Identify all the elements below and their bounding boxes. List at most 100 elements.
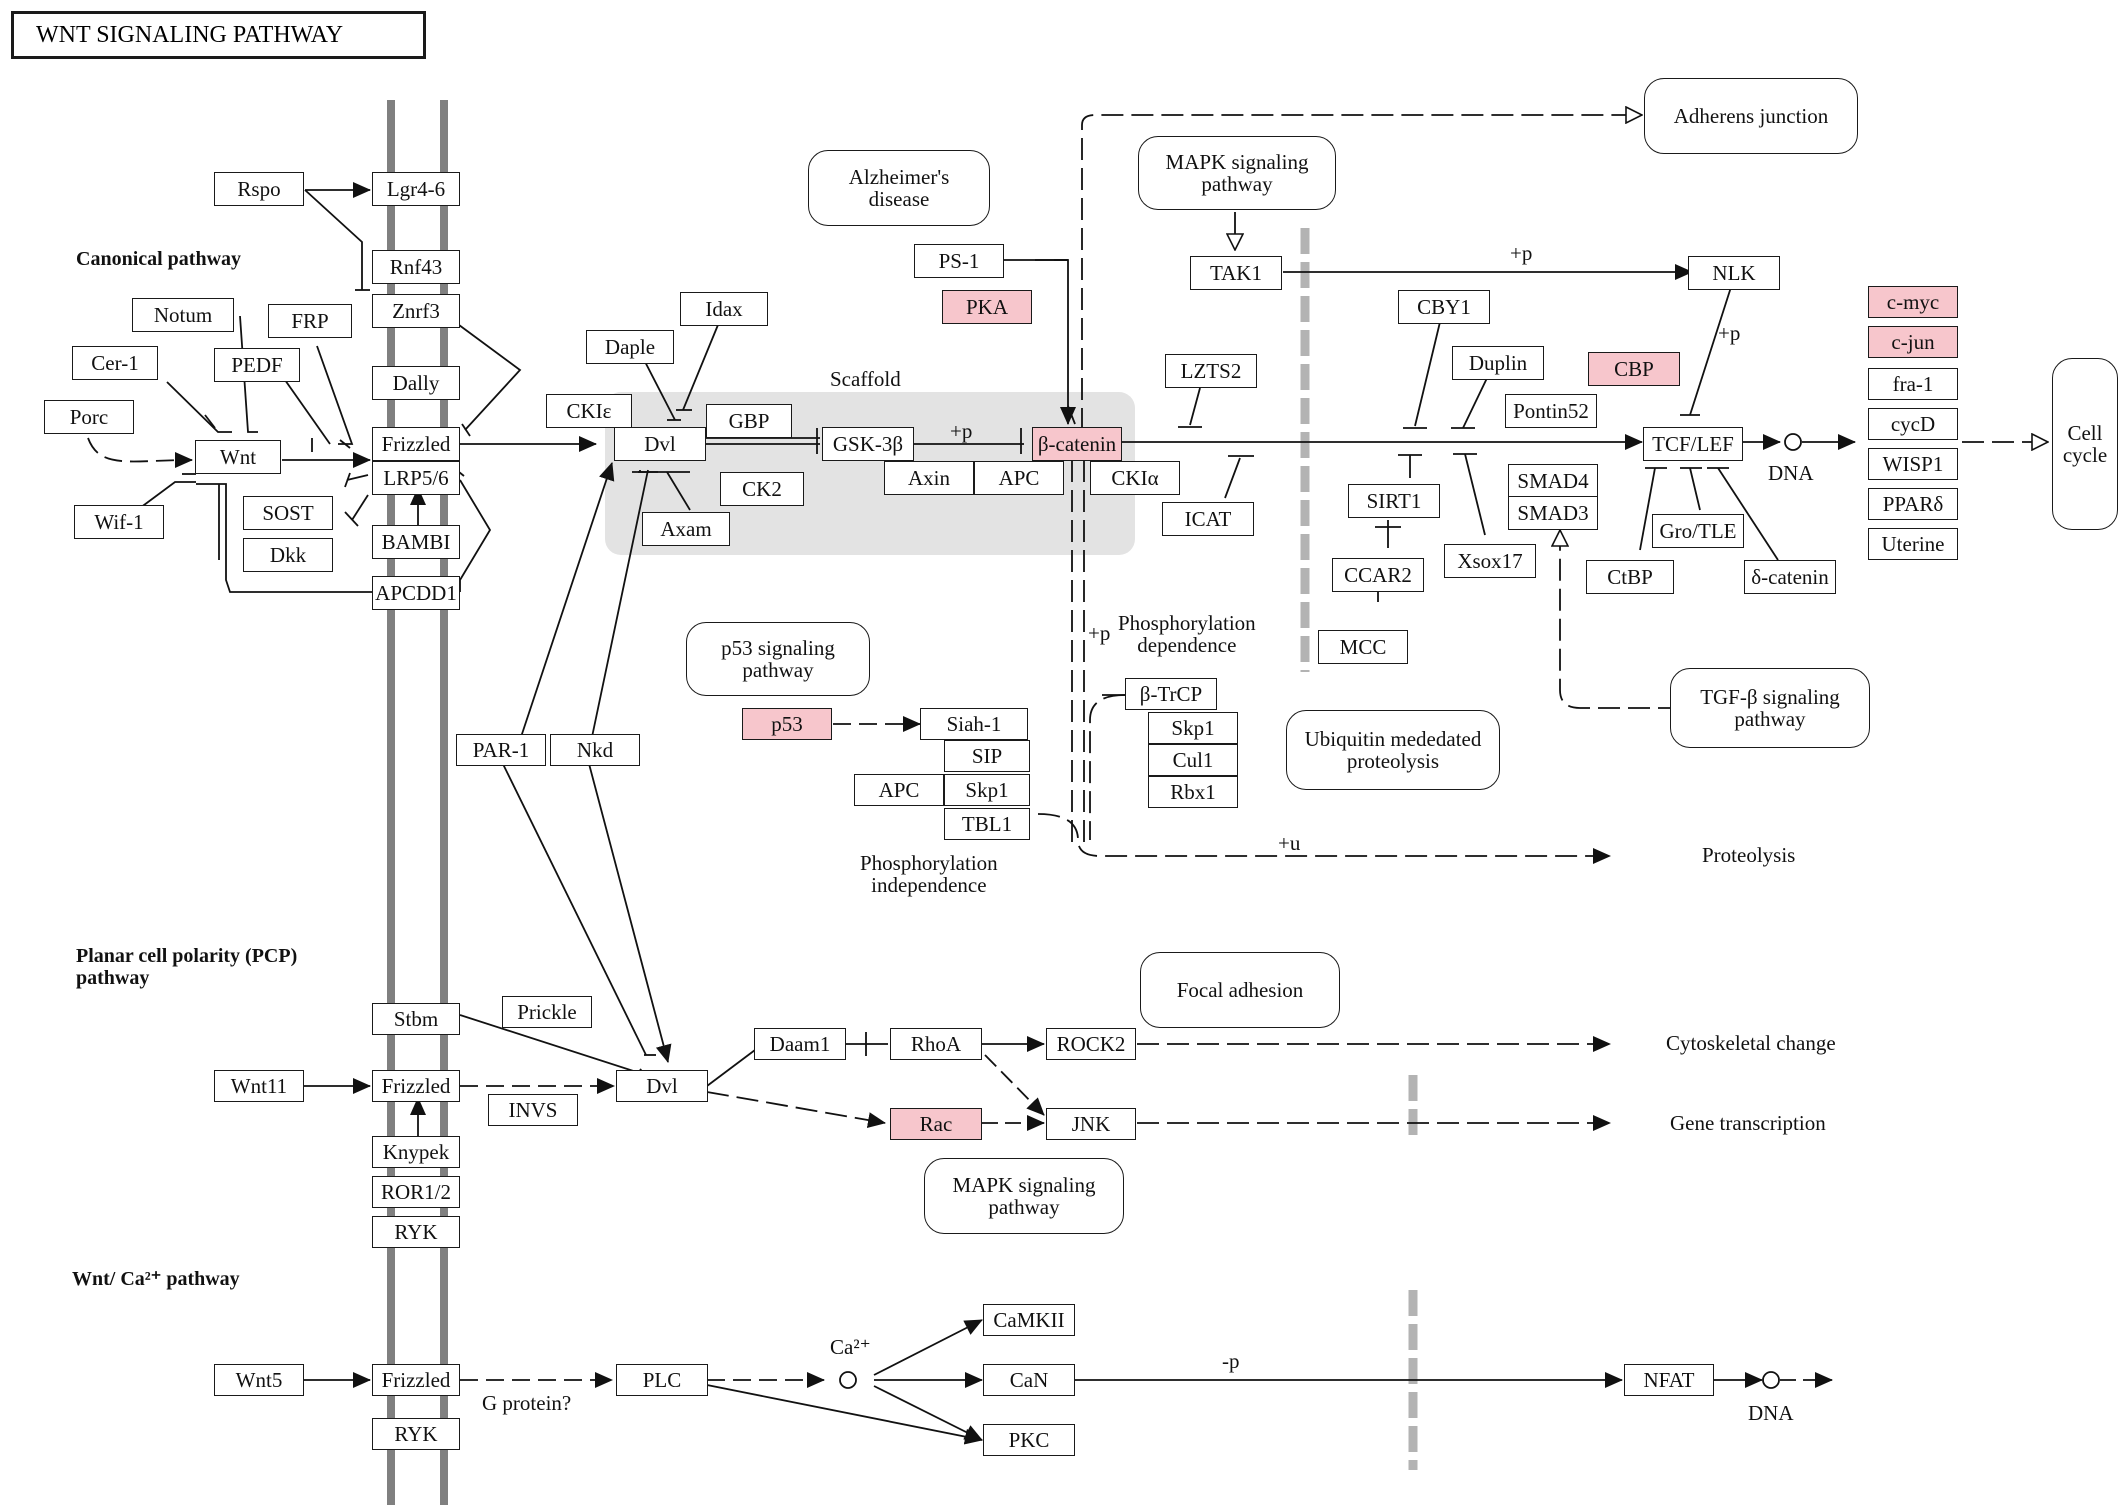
gene-node-ps1[interactable]: PS-1 (914, 244, 1004, 278)
gene-node-uterine[interactable]: Uterine (1868, 528, 1958, 560)
gene-node-sip[interactable]: SIP (944, 740, 1030, 772)
gene-node-cjun[interactable]: c-jun (1868, 326, 1958, 358)
gene-node-prickle[interactable]: Prickle (502, 996, 592, 1028)
gene-node-ppard[interactable]: PPARδ (1868, 488, 1958, 520)
gene-node-cycd[interactable]: cycD (1868, 408, 1958, 440)
gene-node-rbx1[interactable]: Rbx1 (1148, 776, 1238, 808)
gene-node-pontin52[interactable]: Pontin52 (1505, 394, 1597, 428)
gene-node-cbp[interactable]: CBP (1588, 352, 1680, 386)
gene-node-wnt11[interactable]: Wnt11 (214, 1070, 304, 1102)
gene-node-tak1[interactable]: TAK1 (1190, 256, 1282, 290)
gene-node-cul1[interactable]: Cul1 (1148, 744, 1238, 776)
gene-node-dcatenin[interactable]: δ-catenin (1744, 560, 1836, 594)
gene-node-lgr46[interactable]: Lgr4-6 (372, 172, 460, 206)
gene-node-daple[interactable]: Daple (586, 330, 674, 364)
gene-node-cby1[interactable]: CBY1 (1398, 290, 1490, 324)
gene-node-ckie[interactable]: CKIε (546, 394, 632, 428)
gene-node-cmyc[interactable]: c-myc (1868, 286, 1958, 318)
gene-node-jnk[interactable]: JNK (1046, 1108, 1136, 1140)
gene-node-cer1[interactable]: Cer-1 (72, 346, 158, 380)
gene-node-gsk3b[interactable]: GSK-3β (822, 427, 914, 461)
gene-node-axin[interactable]: Axin (884, 461, 974, 495)
gene-node-ryk2[interactable]: RYK (372, 1418, 460, 1450)
gene-node-frp[interactable]: FRP (268, 304, 352, 338)
pathway-link-ubiquitin[interactable]: Ubiquitin mededated proteolysis (1286, 710, 1500, 790)
gene-node-camkii[interactable]: CaMKII (983, 1304, 1075, 1336)
gene-node-smad4[interactable]: SMAD4 (1508, 464, 1598, 498)
gene-node-fra1[interactable]: fra-1 (1868, 368, 1958, 400)
gene-node-nlk[interactable]: NLK (1688, 256, 1780, 290)
gene-node-nkd[interactable]: Nkd (550, 734, 640, 766)
gene-node-ctbp[interactable]: CtBP (1586, 560, 1674, 594)
gene-node-siah1[interactable]: Siah-1 (920, 708, 1028, 740)
gene-node-ckia[interactable]: CKIα (1090, 461, 1180, 495)
gene-node-p53[interactable]: p53 (742, 708, 832, 740)
gene-node-idax[interactable]: Idax (680, 292, 768, 326)
pathway-link-adherens[interactable]: Adherens junction (1644, 78, 1858, 154)
gene-node-porc[interactable]: Porc (44, 400, 134, 434)
gene-node-wnt5[interactable]: Wnt5 (214, 1364, 304, 1396)
gene-node-dally[interactable]: Dally (372, 366, 460, 400)
pathway-link-mapk2[interactable]: MAPK signaling pathway (924, 1158, 1124, 1234)
gene-node-dvl2[interactable]: Dvl (616, 1070, 708, 1102)
gene-node-btrcp[interactable]: β-TrCP (1125, 678, 1217, 710)
gene-node-stbm[interactable]: Stbm (372, 1003, 460, 1035)
gene-node-ck2[interactable]: CK2 (720, 472, 804, 506)
gene-node-apc1[interactable]: APC (974, 461, 1064, 495)
gene-node-ccar2[interactable]: CCAR2 (1332, 558, 1424, 592)
gene-node-mcc[interactable]: MCC (1318, 630, 1408, 664)
pathway-link-mapk1[interactable]: MAPK signaling pathway (1138, 136, 1336, 210)
gene-node-wisp1[interactable]: WISP1 (1868, 448, 1958, 480)
gene-node-sirt1[interactable]: SIRT1 (1348, 484, 1440, 518)
gene-node-frizzled2[interactable]: Frizzled (372, 1070, 460, 1102)
gene-node-grotle[interactable]: Gro/TLE (1652, 514, 1744, 548)
gene-node-nfat[interactable]: NFAT (1624, 1364, 1714, 1396)
gene-node-pka[interactable]: PKA (942, 290, 1032, 324)
gene-node-ryk1[interactable]: RYK (372, 1216, 460, 1248)
pathway-link-tgfb[interactable]: TGF-β signaling pathway (1670, 668, 1870, 748)
gene-node-lzts2[interactable]: LZTS2 (1165, 354, 1257, 388)
gene-node-icat[interactable]: ICAT (1162, 502, 1254, 536)
gene-node-frizzled1[interactable]: Frizzled (372, 427, 460, 461)
gene-node-dkk[interactable]: Dkk (243, 538, 333, 572)
gene-node-lrp56[interactable]: LRP5/6 (372, 461, 460, 495)
gene-node-tbl1[interactable]: TBL1 (944, 808, 1030, 840)
pathway-link-p53path[interactable]: p53 signaling pathway (686, 622, 870, 696)
gene-node-bcatenin[interactable]: β-catenin (1032, 427, 1122, 461)
gene-node-rac[interactable]: Rac (890, 1108, 982, 1140)
gene-node-bambi[interactable]: BAMBI (372, 525, 460, 559)
gene-node-notum[interactable]: Notum (132, 298, 234, 332)
gene-node-pedf[interactable]: PEDF (214, 348, 300, 382)
gene-node-wnt[interactable]: Wnt (195, 440, 281, 474)
gene-node-smad3[interactable]: SMAD3 (1508, 496, 1598, 530)
gene-node-skp1a[interactable]: Skp1 (944, 774, 1030, 806)
gene-node-invs[interactable]: INVS (488, 1094, 578, 1126)
gene-node-xsox17[interactable]: Xsox17 (1444, 544, 1536, 578)
gene-node-dvl1[interactable]: Dvl (614, 427, 706, 461)
gene-node-apcdd1[interactable]: APCDD1 (372, 576, 460, 610)
gene-node-daam1[interactable]: Daam1 (754, 1028, 846, 1060)
gene-node-apc2[interactable]: APC (854, 774, 944, 806)
gene-node-ror12[interactable]: ROR1/2 (372, 1176, 460, 1208)
pathway-link-focal[interactable]: Focal adhesion (1140, 952, 1340, 1028)
gene-node-pkc[interactable]: PKC (983, 1424, 1075, 1456)
gene-node-rock2[interactable]: ROCK2 (1046, 1028, 1136, 1060)
gene-node-tcflef[interactable]: TCF/LEF (1643, 427, 1743, 461)
gene-node-knypek[interactable]: Knypek (372, 1136, 460, 1168)
gene-node-rnf43[interactable]: Rnf43 (372, 250, 460, 284)
gene-node-znrf3[interactable]: Znrf3 (372, 294, 460, 328)
gene-node-duplin[interactable]: Duplin (1452, 346, 1544, 380)
gene-node-can[interactable]: CaN (983, 1364, 1075, 1396)
gene-node-skp1b[interactable]: Skp1 (1148, 712, 1238, 744)
gene-node-rhoa[interactable]: RhoA (890, 1028, 982, 1060)
pathway-link-alzheimers[interactable]: Alzheimer's disease (808, 150, 990, 226)
gene-node-par1[interactable]: PAR-1 (456, 734, 546, 766)
gene-node-rspo[interactable]: Rspo (214, 172, 304, 206)
gene-node-sost[interactable]: SOST (243, 496, 333, 530)
pathway-link-cellcycle[interactable]: Cell cycle (2052, 358, 2118, 530)
gene-node-gbp[interactable]: GBP (706, 404, 792, 438)
gene-node-wif1[interactable]: Wif-1 (74, 505, 164, 539)
gene-node-plc[interactable]: PLC (616, 1364, 708, 1396)
gene-node-axam[interactable]: Axam (642, 512, 730, 546)
gene-node-frizzled3[interactable]: Frizzled (372, 1364, 460, 1396)
